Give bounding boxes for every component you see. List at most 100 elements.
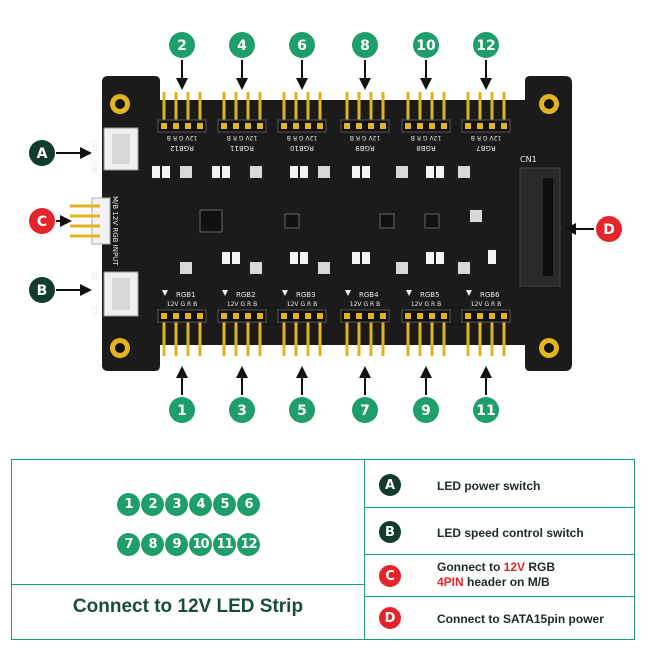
bottom-number-6: 11 [473, 397, 499, 423]
sata-connector: CN1 [519, 155, 561, 287]
bottom-header-4: RGB4 12V G R B [340, 290, 390, 356]
legend-divider [12, 584, 364, 585]
callout-a: A [29, 140, 92, 166]
bottom-number-2: 3 [229, 397, 255, 423]
top-pin-labels-1: 12V G R B [167, 134, 197, 141]
legend-number-2: 2 [141, 493, 164, 516]
legend-badge-c: C [379, 565, 401, 587]
top-number-text-4: 8 [360, 38, 370, 54]
legend-text-a: LED power switch [437, 479, 541, 493]
bottom-pin-labels-4: 12V G R B [350, 301, 380, 308]
pcb-diagram: CN1 OFF ON S1 S2 M/B 12V RGB INPUT [29, 32, 622, 423]
bottom-pin-labels-1: 12V G R B [167, 301, 197, 308]
top-header-4: RGB9 12V G R B [340, 92, 390, 152]
strip-label: Connect to 12V LED Strip [72, 596, 304, 617]
bottom-number-3: 5 [289, 397, 315, 423]
callout-b-letter: B [37, 283, 48, 299]
legend-text-d: Connect to SATA15pin power [437, 612, 604, 626]
legend-number-1: 1 [117, 493, 140, 516]
legend-number-4: 4 [189, 493, 212, 516]
power-switch: OFF ON [90, 127, 139, 173]
bottom-connector-numbers: 1 3 5 7 9 11 [169, 366, 499, 423]
bottom-header-label-5: RGB5 [420, 291, 440, 299]
top-number-text-3: 6 [297, 38, 307, 54]
bottom-number-text-5: 9 [421, 403, 431, 419]
bottom-pin-labels-5: 12V G R B [411, 301, 441, 308]
switch-s1-label: S1 [90, 272, 98, 281]
top-header-label-3: RGB10 [290, 144, 314, 152]
legend-number-9: 9 [165, 533, 188, 556]
legend-row-a: A LED power switch [365, 460, 634, 508]
top-number-3: 6 [289, 32, 315, 58]
callout-d: D [564, 216, 622, 242]
mb-input-label: M/B 12V RGB INPUT [111, 196, 119, 266]
top-header-label-4: RGB9 [355, 144, 375, 152]
switch-s2-label: S2 [90, 306, 98, 315]
top-pin-labels-2: 12V G R B [227, 134, 257, 141]
bottom-number-4: 7 [352, 397, 378, 423]
top-number-text-5: 10 [416, 38, 436, 54]
bottom-header-label-4: RGB4 [359, 291, 379, 299]
bottom-header-label-1: RGB1 [176, 291, 196, 299]
top-header-5: RGB8 12V G R B [401, 92, 451, 152]
legend-number-5: 5 [213, 493, 236, 516]
legend-number-12: 12 [237, 533, 260, 556]
bottom-number-text-2: 3 [237, 403, 247, 419]
callout-a-letter: A [37, 146, 48, 162]
legend-badge-d: D [379, 607, 401, 629]
top-header-label-5: RGB8 [416, 144, 436, 152]
legend-badge-b: B [379, 521, 401, 543]
top-number-1: 2 [169, 32, 195, 58]
callout-c-letter: C [37, 214, 47, 230]
top-number-5: 10 [413, 32, 439, 58]
top-number-text-2: 4 [237, 38, 247, 54]
top-number-2: 4 [229, 32, 255, 58]
mb-input-header: M/B 12V RGB INPUT [70, 196, 119, 266]
pcb-board [102, 76, 572, 371]
legend-number-10: 10 [189, 533, 212, 556]
bottom-header-label-3: RGB3 [296, 291, 316, 299]
top-number-text-1: 2 [177, 38, 187, 54]
pcb-components [152, 166, 496, 274]
bottom-header-5: RGB5 12V G R B [401, 290, 451, 356]
top-number-4: 8 [352, 32, 378, 58]
legend-row-d: D Connect to SATA15pin power [365, 597, 634, 639]
legend-right: A LED power switch B LED speed control s… [365, 460, 634, 639]
top-number-text-6: 12 [476, 38, 495, 54]
bottom-number-text-3: 5 [297, 403, 307, 419]
bottom-header-1: RGB1 12V G R B [157, 290, 207, 356]
switch-on-label: ON [90, 162, 98, 173]
bottom-header-label-6: RGB6 [480, 291, 500, 299]
switch-off-label: OFF [90, 140, 98, 154]
legend-badge-a: A [379, 474, 401, 496]
bottom-number-1: 1 [169, 397, 195, 423]
bottom-pin-labels-6: 12V G R B [471, 301, 501, 308]
top-pin-labels-3: 12V G R B [287, 134, 317, 141]
bottom-number-5: 9 [413, 397, 439, 423]
top-connector-numbers: 2 4 6 8 10 12 [169, 32, 499, 90]
sata-label: CN1 [520, 155, 537, 164]
legend-number-8: 8 [141, 533, 164, 556]
bottom-pin-labels-2: 12V G R B [227, 301, 257, 308]
mounting-holes [110, 94, 559, 358]
legend-number-3: 3 [165, 493, 188, 516]
bottom-number-text-1: 1 [177, 403, 187, 419]
callout-d-letter: D [603, 222, 615, 238]
legend-text-c: Gonnect to 12V RGB 4PIN header on M/B [437, 560, 556, 589]
legend-text-b: LED speed control switch [437, 526, 584, 540]
top-pin-labels-5: 12V G R B [411, 134, 441, 141]
top-number-6: 12 [473, 32, 499, 58]
legend-number-7: 7 [117, 533, 140, 556]
legend-number-6: 6 [237, 493, 260, 516]
callout-b: B [29, 277, 92, 303]
legend-row-c: C Gonnect to 12V RGB 4PIN header on M/B [365, 555, 634, 597]
bottom-number-text-6: 11 [476, 403, 495, 419]
legend-number-11: 11 [213, 533, 236, 556]
speed-switch: S1 S2 [90, 271, 139, 317]
top-pin-labels-4: 12V G R B [350, 134, 380, 141]
